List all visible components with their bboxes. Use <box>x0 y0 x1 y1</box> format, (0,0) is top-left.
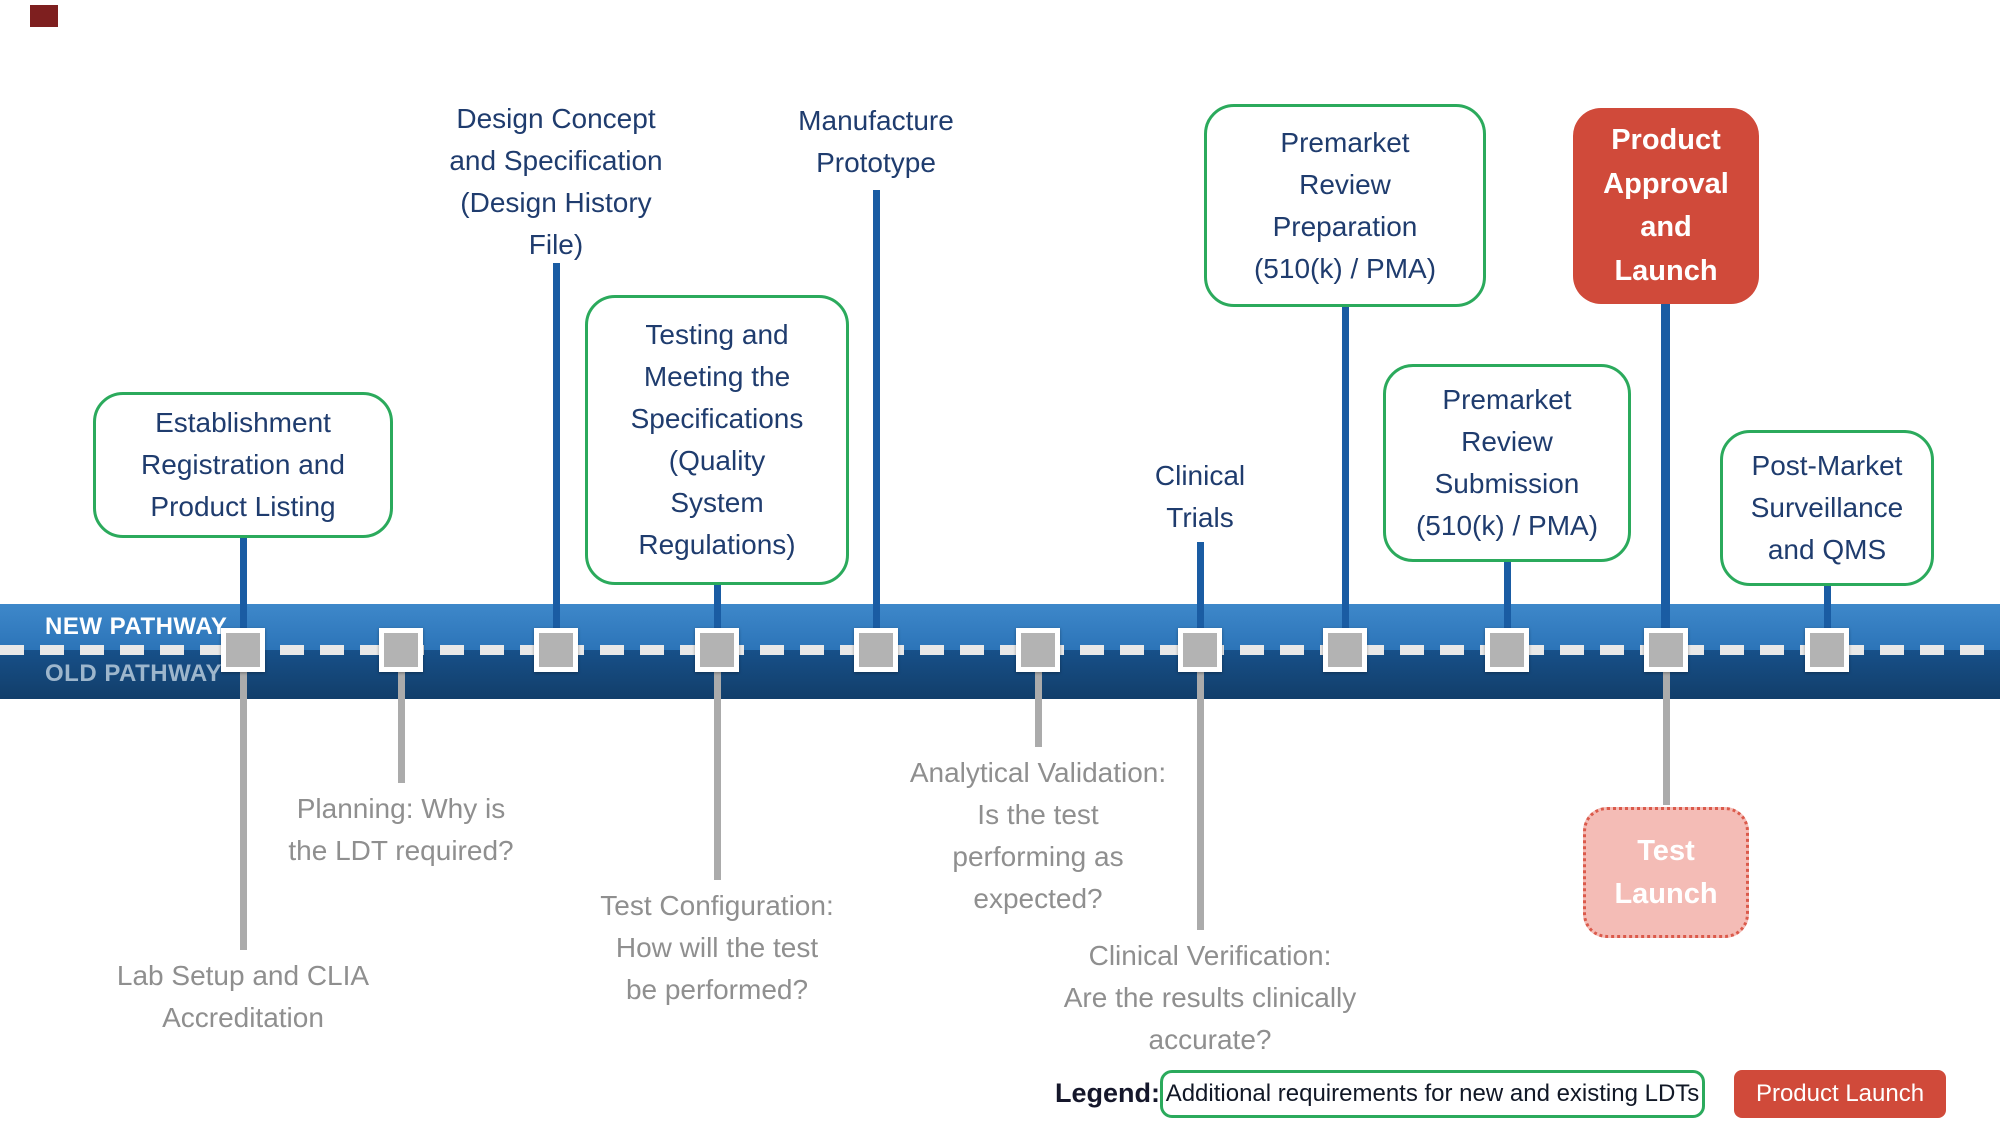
connector-lab-setup <box>240 660 247 950</box>
test-configuration-label: Test Configuration: How will the test be… <box>600 890 834 1005</box>
connector-clinical-verification <box>1197 660 1204 930</box>
legend-red-label: Product Launch <box>1755 1080 1925 1107</box>
old-pathway-band <box>0 650 2000 699</box>
design-concept-label: Design Concept and Specification (Design… <box>449 103 663 260</box>
timeline-marker <box>1178 628 1222 672</box>
connector-post-market <box>1824 584 1831 650</box>
legend-red-item: Product Launch <box>1734 1070 1946 1118</box>
lab-setup-label: Lab Setup and CLIA Accreditation <box>116 960 370 1033</box>
timeline-marker <box>221 628 265 672</box>
timeline-marker <box>1323 628 1367 672</box>
clinical-verification-label: Clinical Verification: Are the results c… <box>1063 940 1357 1055</box>
connector-analytical-validation <box>1035 660 1042 747</box>
timeline-marker <box>1485 628 1529 672</box>
old-pathway-label: OLD PATHWAY <box>45 660 223 687</box>
timeline-dashed-divider <box>0 645 2000 655</box>
connector-establishment <box>240 538 247 650</box>
new-pathway-band <box>0 604 2000 650</box>
timeline-marker <box>379 628 423 672</box>
connector-design-concept <box>553 263 560 650</box>
connector-product-approval <box>1661 302 1670 650</box>
product-approval-box: Product Approval and Launch <box>1573 108 1759 304</box>
establishment-registration-label: Establishment Registration and Product L… <box>141 407 345 522</box>
connector-manufacture <box>873 190 880 650</box>
testing-specifications-box: Testing and Meeting the Specifications (… <box>585 295 849 585</box>
corner-mark <box>30 5 58 27</box>
connector-premarket-preparation <box>1342 305 1349 650</box>
testing-specifications-label: Testing and Meeting the Specifications (… <box>630 319 804 560</box>
planning-label: Planning: Why is the LDT required? <box>288 793 514 866</box>
legend-title: Legend: <box>1055 1078 1160 1108</box>
premarket-submission-label: Premarket Review Submission (510(k) / PM… <box>1415 384 1599 541</box>
clinical-trials-label: Clinical Trials <box>1154 460 1246 533</box>
premarket-submission-box: Premarket Review Submission (510(k) / PM… <box>1383 364 1631 562</box>
timeline-marker <box>695 628 739 672</box>
timeline-marker <box>1016 628 1060 672</box>
manufacture-prototype-label: Manufacture Prototype <box>798 105 954 178</box>
legend-green-label: Additional requirements for new and exis… <box>1165 1080 1700 1107</box>
legend-green-item: Additional requirements for new and exis… <box>1160 1070 1705 1118</box>
connector-test-launch <box>1663 660 1670 805</box>
post-market-box: Post-Market Surveillance and QMS <box>1720 430 1934 586</box>
timeline-marker <box>854 628 898 672</box>
connector-test-configuration <box>714 660 721 880</box>
timeline-marker <box>534 628 578 672</box>
new-pathway-label: NEW PATHWAY <box>45 613 228 640</box>
connector-planning <box>398 660 405 783</box>
premarket-preparation-label: Premarket Review Preparation (510(k) / P… <box>1253 126 1437 284</box>
timeline-marker <box>1805 628 1849 672</box>
test-launch-label: Test Launch <box>1614 835 1718 910</box>
establishment-registration-box: Establishment Registration and Product L… <box>93 392 393 538</box>
connector-clinical-trials <box>1197 542 1204 650</box>
post-market-label: Post-Market Surveillance and QMS <box>1750 450 1904 565</box>
test-launch-box: Test Launch <box>1583 807 1749 938</box>
timeline-marker <box>1644 628 1688 672</box>
connector-premarket-submission <box>1504 560 1511 650</box>
premarket-preparation-box: Premarket Review Preparation (510(k) / P… <box>1204 104 1486 307</box>
analytical-validation-label: Analytical Validation: Is the test perfo… <box>909 757 1167 914</box>
connector-testing <box>714 582 721 650</box>
product-approval-label: Product Approval and Launch <box>1603 124 1729 287</box>
